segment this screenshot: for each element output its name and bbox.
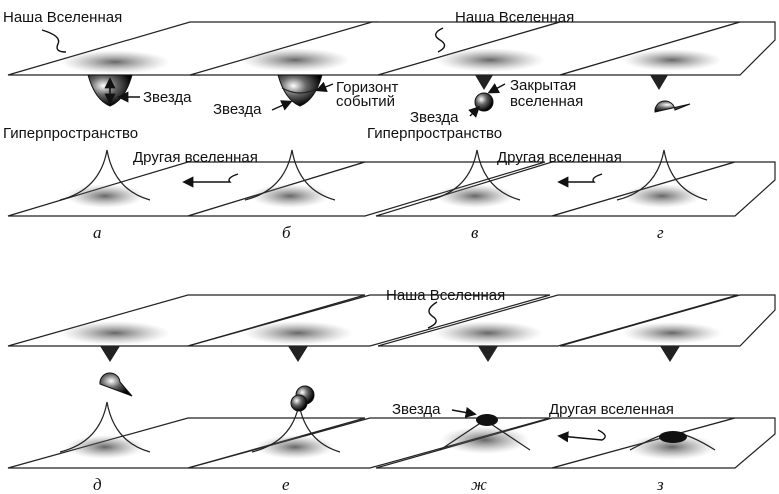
panel-label-g: г bbox=[657, 223, 664, 242]
arrow-our-universe-2 bbox=[435, 27, 446, 53]
arrow-closed-universe bbox=[487, 83, 506, 94]
arrow-horizon bbox=[315, 81, 334, 93]
label-star-zh: Звезда bbox=[392, 401, 441, 418]
label-star-b: Звезда bbox=[213, 101, 262, 118]
text-labels: Наша Вселенная Наша Вселенная Звезда Зве… bbox=[3, 9, 674, 418]
upper-sheets-row-1 bbox=[7, 21, 776, 76]
panel-label-e: е bbox=[282, 475, 290, 494]
label-hyperspace-1: Гиперпространство bbox=[3, 125, 138, 142]
arrow-star-b bbox=[271, 100, 293, 111]
label-closed-universe-2: вселенная bbox=[510, 93, 583, 110]
callout-arrows bbox=[41, 27, 606, 443]
label-event-horizon-2: событий bbox=[336, 93, 395, 110]
label-closed-universe-1: Закрытая bbox=[510, 77, 576, 94]
arrow-other-universe-3 bbox=[557, 429, 606, 443]
panel-label-a: а bbox=[93, 223, 102, 242]
panel-letters: а б в г д е ж з bbox=[93, 223, 664, 494]
label-hyperspace-2: Гиперпространство bbox=[367, 125, 502, 142]
row-1-spikes bbox=[59, 149, 708, 208]
row-2-spikes bbox=[59, 394, 717, 460]
arrow-our-universe-3 bbox=[427, 301, 438, 329]
arrow-other-universe-1 bbox=[182, 173, 239, 188]
label-other-universe-1: Другая вселенная bbox=[133, 149, 258, 166]
panel-label-b: б bbox=[282, 223, 291, 242]
panel-label-z: з bbox=[656, 475, 664, 494]
label-our-universe-1: Наша Вселенная bbox=[3, 9, 122, 26]
arrow-star-v bbox=[468, 106, 480, 118]
arrow-our-universe-1 bbox=[41, 29, 67, 53]
label-our-universe-2: Наша Вселенная bbox=[455, 9, 574, 26]
label-star-a: Звезда bbox=[143, 89, 192, 106]
label-our-universe-3: Наша Вселенная bbox=[386, 287, 505, 304]
row-2-funnels bbox=[99, 346, 680, 405]
arrow-star-zh bbox=[451, 406, 477, 419]
label-event-horizon-1: Горизонт bbox=[336, 79, 399, 96]
label-other-universe-2: Другая вселенная bbox=[497, 149, 622, 166]
label-star-v: Звезда bbox=[410, 109, 459, 126]
panel-label-d: д bbox=[93, 475, 102, 494]
panel-label-v: в bbox=[471, 223, 479, 242]
panel-label-zh: ж bbox=[471, 475, 487, 494]
arrow-other-universe-2 bbox=[557, 173, 603, 188]
upper-sheets-row-2 bbox=[7, 294, 776, 347]
label-other-universe-3: Другая вселенная bbox=[549, 401, 674, 418]
